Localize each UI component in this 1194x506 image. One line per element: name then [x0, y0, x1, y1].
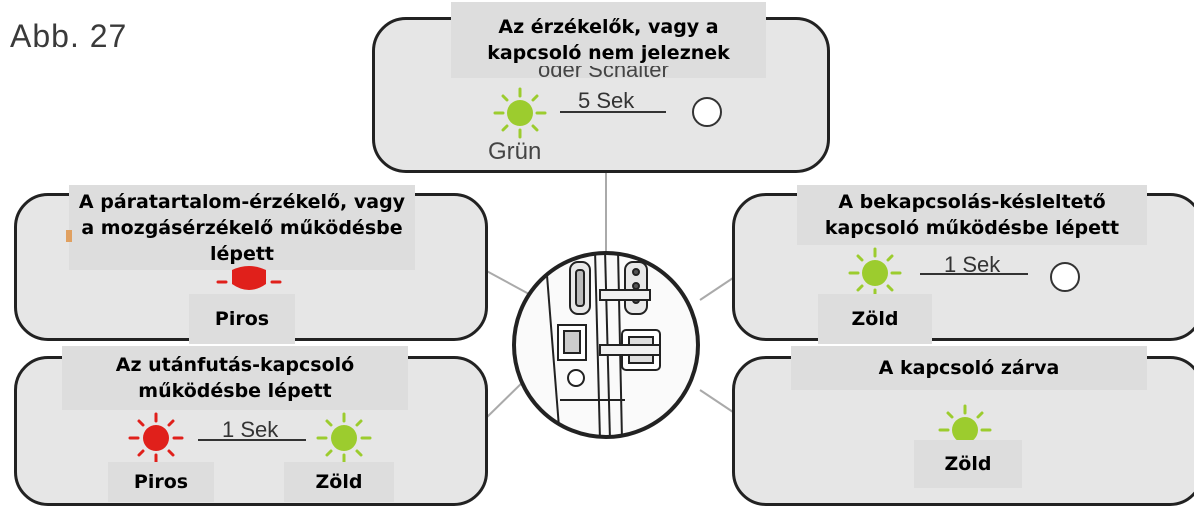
color-label: Zöld — [818, 294, 932, 344]
caption-on-delay-switch: A bekapcsolás-késleltető kapcsoló működé… — [797, 185, 1147, 245]
color-label: Zöld — [914, 440, 1022, 488]
interval-label: 1 Sek — [222, 417, 279, 442]
color-label-red: Piros — [108, 462, 214, 502]
led-off-icon — [1050, 262, 1080, 292]
caption-humidity-motion-sensor: A páratartalom-érzékelő, vagy a mozgásér… — [69, 185, 415, 270]
caption-no-signal: Az érzékelők, vagy a kapcsoló nem jelezn… — [451, 2, 766, 78]
color-label: Grün — [488, 138, 542, 165]
interval-label: 1 Sek — [944, 252, 1001, 277]
color-label: Piros — [189, 294, 295, 344]
timeline-line — [920, 273, 1028, 275]
timeline-line — [198, 439, 306, 441]
caption-switch-closed: A kapcsoló zárva — [791, 346, 1147, 390]
partial-text: oder Schalter — [538, 66, 669, 80]
figure-label: Abb. 27 — [10, 18, 128, 54]
led-off-icon — [692, 97, 722, 127]
color-label-green: Zöld — [284, 462, 394, 502]
interval-label: 5 Sek — [578, 88, 635, 113]
timeline-line — [560, 111, 666, 113]
caption-overrun-switch: Az utánfutás-kapcsoló működésbe lépett — [62, 346, 408, 410]
